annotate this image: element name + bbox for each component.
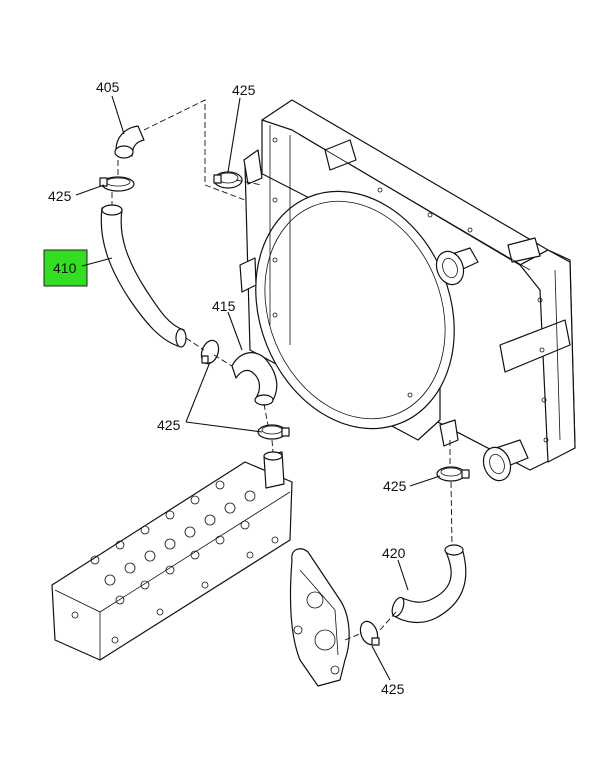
leader-lines (75, 95, 441, 681)
callout-420: 420 (382, 545, 406, 561)
callout-425-top-right: 425 (232, 82, 256, 98)
assembly-lines (111, 99, 453, 641)
hose-clamp-right (436, 466, 470, 482)
callout-425-right: 425 (383, 478, 407, 494)
hose-clamp-upper-left (99, 176, 135, 192)
elbow-405 (114, 125, 145, 159)
hose-clamp-upper-right (213, 171, 243, 189)
lower-hose-420 (391, 544, 467, 624)
callout-425-bottom: 425 (381, 681, 405, 697)
highlight-box-410 (43, 249, 88, 287)
radiator-assembly (239, 99, 576, 482)
upper-hose-410 (100, 204, 187, 348)
callout-410: 410 (53, 260, 77, 276)
callout-425-mid: 425 (157, 417, 181, 433)
hose-clamp-mid-left (200, 339, 220, 365)
hose-clamp-bottom (359, 620, 380, 646)
callout-405: 405 (96, 79, 120, 95)
cylinder-head (51, 451, 293, 661)
thermostat-housing (289, 548, 350, 687)
hose-clamp-mid-right (257, 424, 290, 440)
callout-425-top-left: 425 (48, 188, 72, 204)
callout-415: 415 (212, 298, 236, 314)
